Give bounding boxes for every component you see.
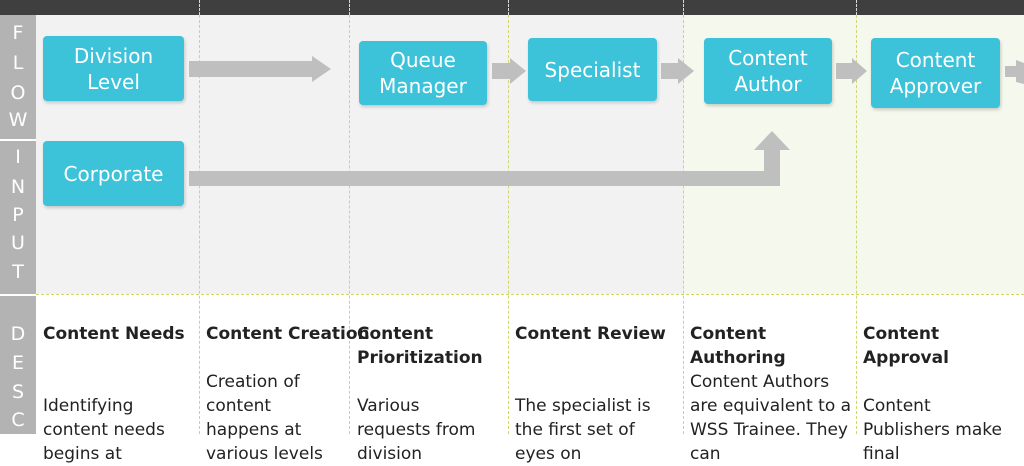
column-divider [508, 15, 509, 434]
row-label-letter: N [10, 176, 26, 198]
header-divider [349, 0, 350, 15]
content-approver-box: Content Approver [871, 38, 1000, 108]
desc-content-approval: Content Approval Content Publishers make… [863, 322, 1021, 464]
row-label-letter: E [11, 352, 24, 374]
desc-title: Content Review [515, 324, 666, 344]
desc-content-authoring: Content Authoring Content Authors are eq… [690, 322, 854, 464]
row-label-letter: L [12, 52, 24, 74]
row-label-letter: W [8, 109, 28, 131]
queue-manager-box: Queue Manager [359, 41, 487, 105]
column-divider [349, 15, 350, 434]
row-label-letter: C [11, 409, 25, 431]
desc-title: Content Approval [863, 324, 949, 368]
row-label-letter: S [11, 381, 25, 403]
desc-body: Various requests from division [357, 396, 476, 464]
row-label-letter: O [10, 82, 26, 104]
desc-body: The specialist is the first set of eyes … [515, 396, 651, 464]
row-label-desc: D E S C [0, 296, 36, 434]
desc-body: Creation of content happens at various l… [206, 372, 323, 464]
row-label-input: I N P U T [0, 141, 36, 294]
row-label-letter: T [12, 261, 24, 283]
column-divider [199, 15, 200, 434]
desc-content-needs: Content Needs Identifying content needs … [43, 322, 198, 464]
corporate-box: Corporate [43, 141, 184, 206]
row-label-flow: F L O W [0, 15, 36, 139]
desc-title: Content Prioritization [357, 324, 483, 368]
desc-title: Content Needs [43, 324, 185, 344]
desc-body: Identifying content needs begins at [43, 396, 165, 464]
header-divider [683, 0, 684, 15]
row-label-letter: U [11, 232, 25, 254]
row-label-letter: D [10, 323, 26, 345]
row-label-letter: F [12, 22, 24, 44]
header-divider [508, 0, 509, 15]
desc-content-review: Content Review The specialist is the fir… [515, 322, 675, 464]
column-divider [683, 15, 684, 434]
column-divider [856, 15, 857, 434]
desc-title: Content Authoring [690, 324, 786, 368]
desc-body: Content Publishers make final [863, 396, 1002, 464]
desc-title: Content Creation [206, 324, 370, 344]
specialist-box: Specialist [528, 38, 657, 101]
desc-content-creation: Content Creation Creation of content hap… [206, 322, 370, 464]
column-header-bar [0, 0, 1024, 15]
row-divider [36, 294, 1024, 295]
row-label-letter: P [12, 204, 24, 226]
desc-content-prioritization: Content Prioritization Various requests … [357, 322, 492, 464]
row-label-letter: I [15, 146, 21, 168]
division-level-box: Division Level [43, 36, 184, 101]
header-divider [856, 0, 857, 15]
content-author-box: Content Author [704, 38, 832, 104]
header-divider [199, 0, 200, 15]
desc-body: Content Authors are equivalent to a WSS … [690, 372, 852, 464]
